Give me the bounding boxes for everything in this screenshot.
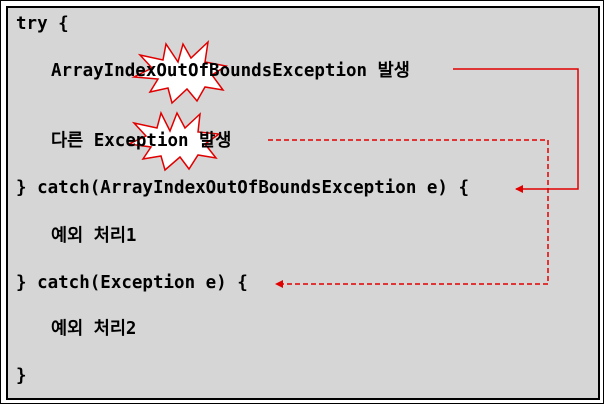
code-close-brace: } (16, 366, 27, 386)
code-handler2: 예외 처리2 (51, 319, 137, 339)
exception-burst-icon (131, 39, 228, 105)
code-throw-array-index: ArrayIndexOutOfBoundsException 발생 (51, 61, 410, 81)
code-try-open: try { (16, 14, 69, 34)
arrow-to-catch2 (268, 139, 549, 288)
code-catch-array-index: } catch(ArrayIndexOutOfBoundsException e… (16, 178, 470, 198)
code-throw-other: 다른 Exception 발생 (51, 131, 232, 151)
arrow-to-catch1 (453, 68, 579, 193)
exception-burst-icon (126, 110, 222, 172)
code-panel (6, 6, 600, 400)
code-handler1: 예외 처리1 (51, 226, 137, 246)
code-catch-exception: } catch(Exception e) { (16, 273, 248, 293)
